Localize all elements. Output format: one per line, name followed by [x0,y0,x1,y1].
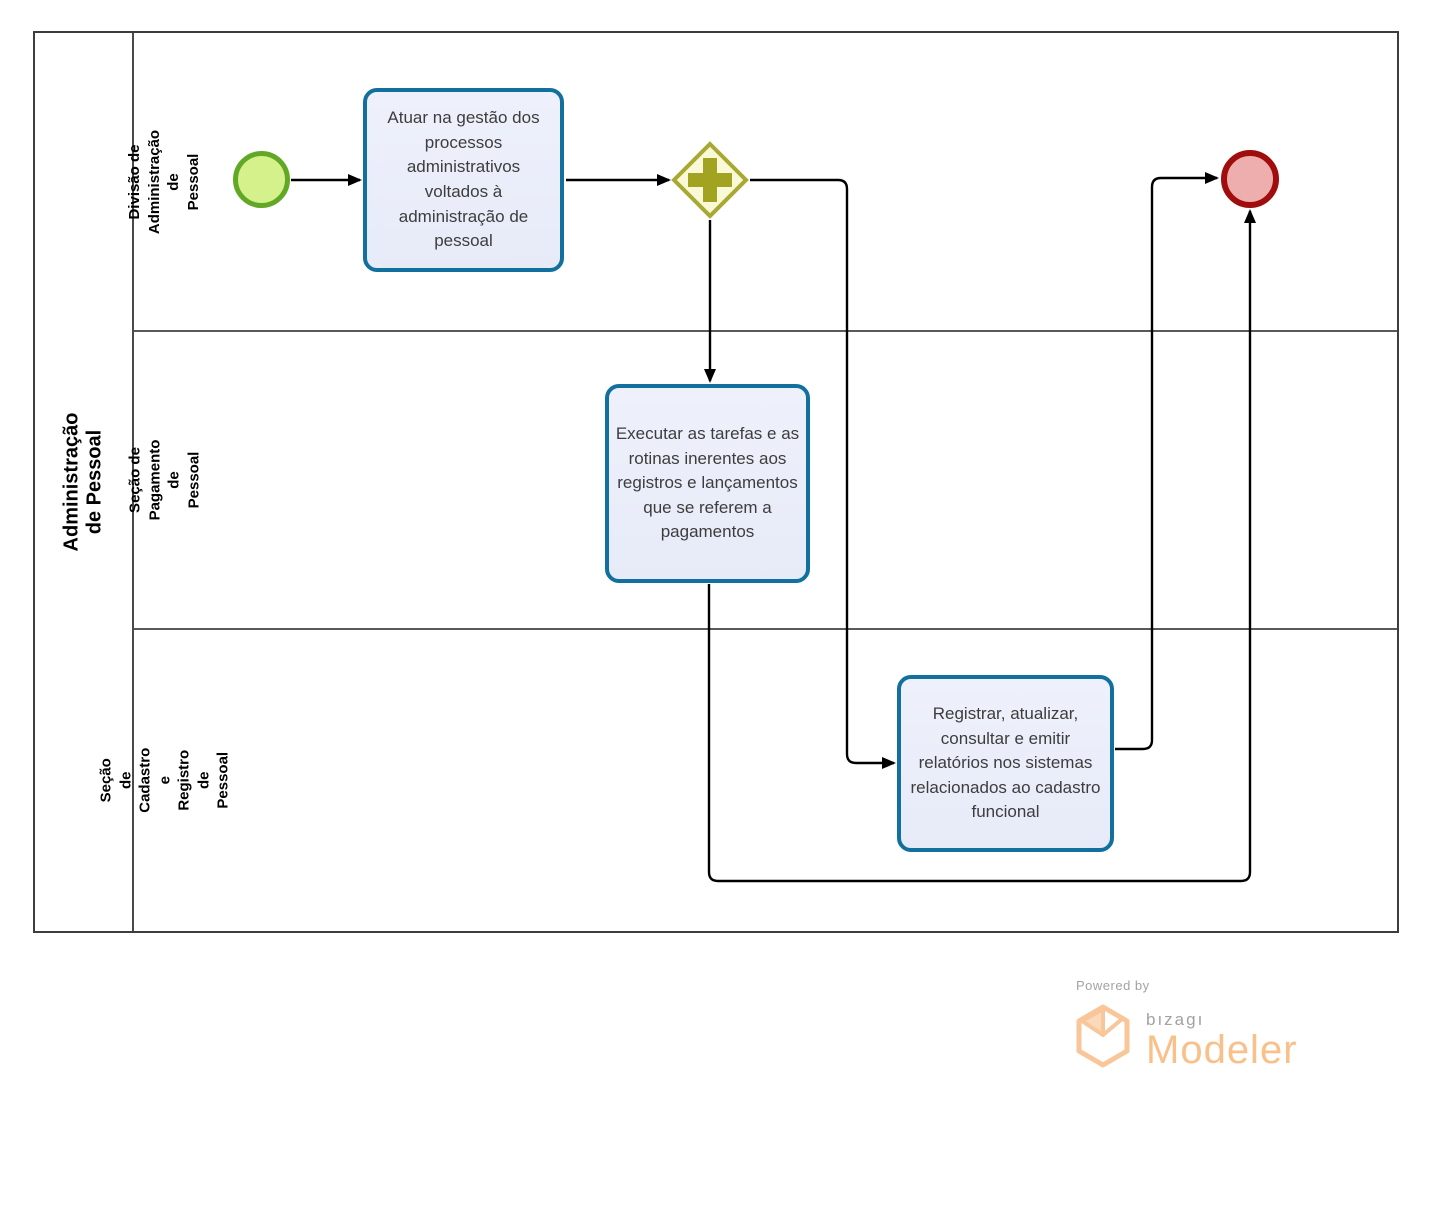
task-label: Registrar, atualizar, consultar e emitir… [910,703,1101,822]
task-label: Executar as tarefas e as rotinas inerent… [615,423,800,542]
lane-label: Seção de Cadastro e Registro de Pessoal [96,747,231,814]
task-executar-as-tarefas: Executar as tarefas e as rotinas inerent… [605,384,810,583]
modeler-wordmark: Modeler [1146,1028,1298,1072]
lane-label-strip: Seção de Cadastro e Registro de Pessoal [97,630,231,931]
task-atuar-na-gestao: Atuar na gestão dos processos administra… [363,88,564,272]
pool-title-band: Administração de Pessoal [35,33,134,931]
lane-label-strip: Divisão de Administração de Pessoal [126,33,202,330]
bizagi-branding: Powered by bızagı Modeler [1076,978,1298,1073]
powered-by-label: Powered by [1076,978,1150,993]
task-label: Atuar na gestão dos processos administra… [387,108,540,251]
end-event [1221,150,1279,208]
lane-label: Divisão de Administração de Pessoal [126,129,202,234]
start-event [233,151,290,208]
lane-label: Seção de Pagamento de Pessoal [126,439,202,521]
lane-label-strip: Seção de Pagamento de Pessoal [126,332,202,628]
lane-divisao-de-administracao: Divisão de Administração de Pessoal [126,33,1397,332]
pool-title: Administração de Pessoal [60,412,106,552]
task-registrar-atualizar: Registrar, atualizar, consultar e emitir… [897,675,1114,852]
bizagi-wordmark: bızagı [1146,1010,1205,1029]
lane-secao-de-cadastro-e-registro: Seção de Cadastro e Registro de Pessoal [97,630,1397,931]
bizagi-logo-icon [1076,1004,1130,1068]
parallel-gateway-icon [671,141,749,219]
